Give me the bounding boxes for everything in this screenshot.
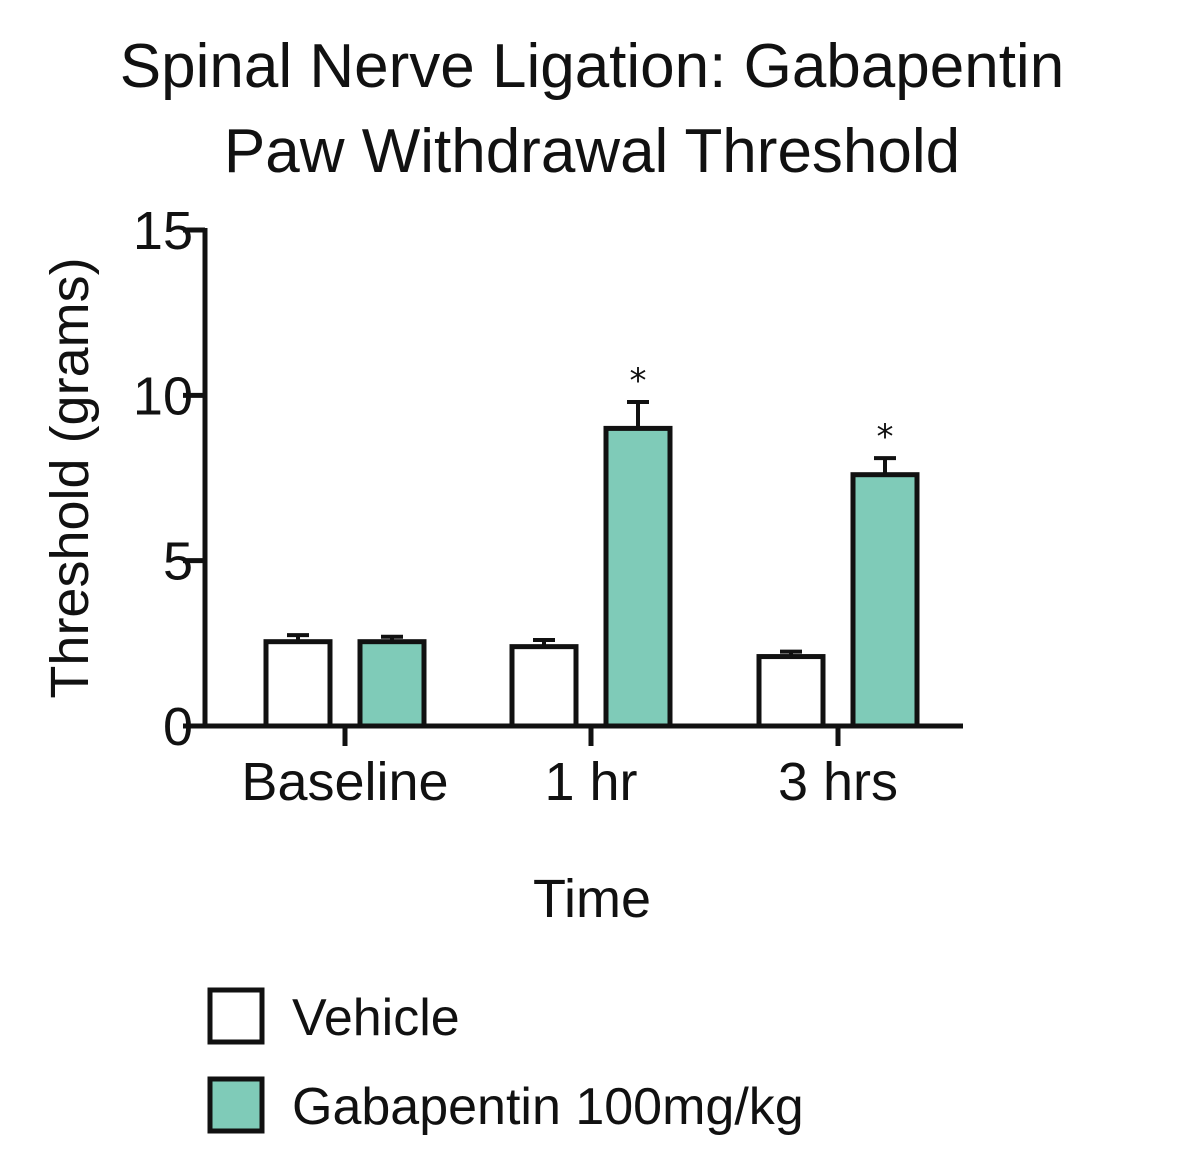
- legend-item-vehicle: Vehicle: [207, 987, 460, 1047]
- legend: Vehicle Gabapentin 100mg/kg: [207, 987, 804, 1136]
- legend-swatch-gabapentin: [207, 1076, 265, 1134]
- legend-item-gabapentin: Gabapentin 100mg/kg: [207, 1076, 804, 1136]
- x-axis-ticks: Baseline 1 hr 3 hrs: [241, 726, 898, 812]
- chart-title-line-1: Spinal Nerve Ligation: Gabapentin: [120, 32, 1064, 101]
- bar-gabapentin-1: [357, 639, 427, 729]
- chart-title: Spinal Nerve Ligation: Gabapentin Paw Wi…: [120, 32, 1064, 186]
- y-axis-label: Threshold (grams): [40, 257, 100, 698]
- bar-vehicle-2: [509, 644, 579, 729]
- legend-swatch-vehicle: [207, 987, 265, 1045]
- y-tick-label-10: 10: [133, 366, 193, 426]
- y-tick-label-15: 15: [133, 201, 193, 261]
- x-tick-label-1: Baseline: [241, 752, 448, 812]
- significance-marker-gabapentin-2: *: [630, 361, 647, 401]
- bar-vehicle-3: [756, 654, 826, 729]
- bars: **: [263, 361, 920, 729]
- y-tick-label-5: 5: [163, 532, 193, 592]
- x-tick-label-3: 3 hrs: [778, 752, 898, 812]
- significance-marker-gabapentin-3: *: [877, 417, 894, 457]
- bar-gabapentin-3: [850, 472, 920, 729]
- legend-label-gabapentin: Gabapentin 100mg/kg: [292, 1078, 804, 1136]
- bar-vehicle-1: [263, 639, 333, 729]
- x-tick-label-2: 1 hr: [544, 752, 637, 812]
- chart-title-line-2: Paw Withdrawal Threshold: [224, 117, 960, 186]
- y-tick-label-0: 0: [163, 697, 193, 757]
- legend-label-vehicle: Vehicle: [292, 989, 460, 1047]
- y-axis-ticks: 0 5 10 15: [133, 201, 205, 757]
- x-axis-label: Time: [533, 869, 651, 929]
- bar-gabapentin-2: [603, 425, 673, 729]
